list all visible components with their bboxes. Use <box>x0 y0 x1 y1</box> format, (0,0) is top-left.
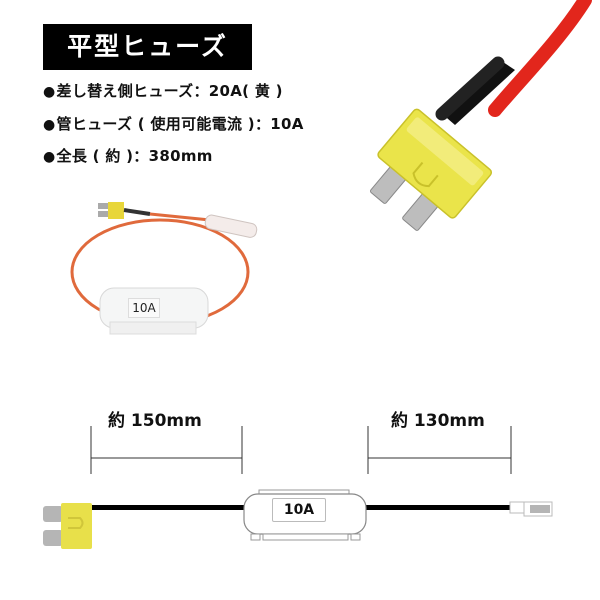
left-length-label: 約 150mm <box>108 411 202 431</box>
right-length-label: 約 130mm <box>391 411 485 431</box>
spec-text: 差し替え側ヒューズ：20A( 黄 ) <box>56 82 283 100</box>
dimension-lines <box>90 426 512 474</box>
bullet-icon: ● <box>43 84 56 100</box>
product-title: 平型ヒューズ <box>43 24 252 70</box>
blade-fuse-closeup-image <box>369 0 592 231</box>
fuse-holder-label: 10A <box>272 498 326 522</box>
spec-tube-fuse: ●管ヒューズ ( 使用可能電流 )：10A <box>43 113 304 134</box>
spec-text: 全長 ( 約 )：380mm <box>56 147 213 165</box>
harness-photo-image <box>70 202 258 335</box>
bullet-icon: ● <box>43 117 56 133</box>
spec-total-length: ●全長 ( 約 )：380mm <box>43 145 213 166</box>
bullet-icon: ● <box>43 149 56 165</box>
spec-text: 管ヒューズ ( 使用可能電流 )：10A <box>56 115 304 133</box>
photo-fuse-label: 10A <box>128 298 160 318</box>
spec-replacement-fuse: ●差し替え側ヒューズ：20A( 黄 ) <box>43 80 283 101</box>
